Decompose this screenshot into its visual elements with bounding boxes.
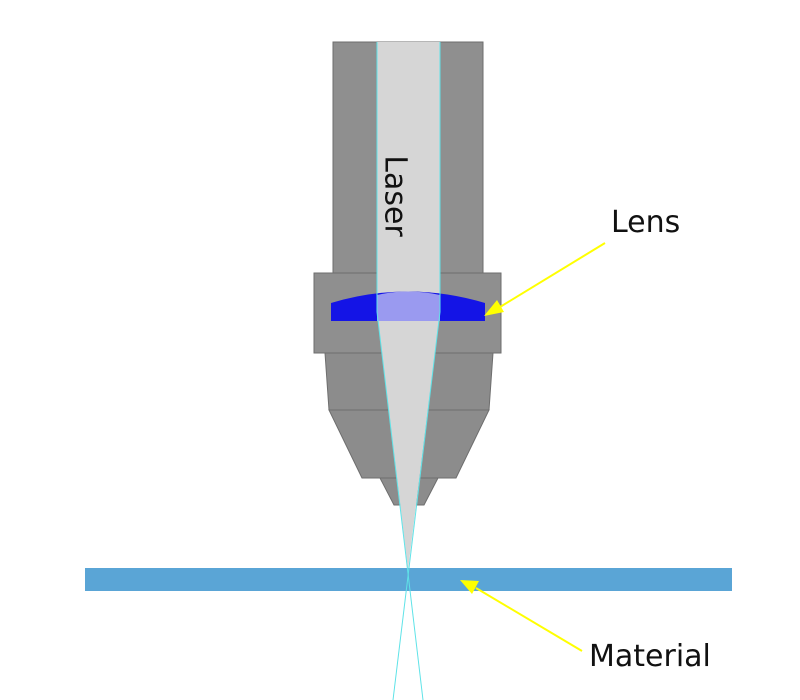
laser-label: Laser	[378, 155, 413, 237]
laser-beam-converging	[377, 312, 440, 570]
material-label: Material	[589, 639, 711, 674]
lens-beam-overlap	[377, 291, 440, 321]
material-arrow	[460, 580, 583, 652]
beam-edges	[376, 42, 441, 700]
lens-arrow	[484, 242, 606, 316]
laser-beam-collimated	[377, 42, 440, 312]
lens-label: Lens	[611, 205, 680, 240]
